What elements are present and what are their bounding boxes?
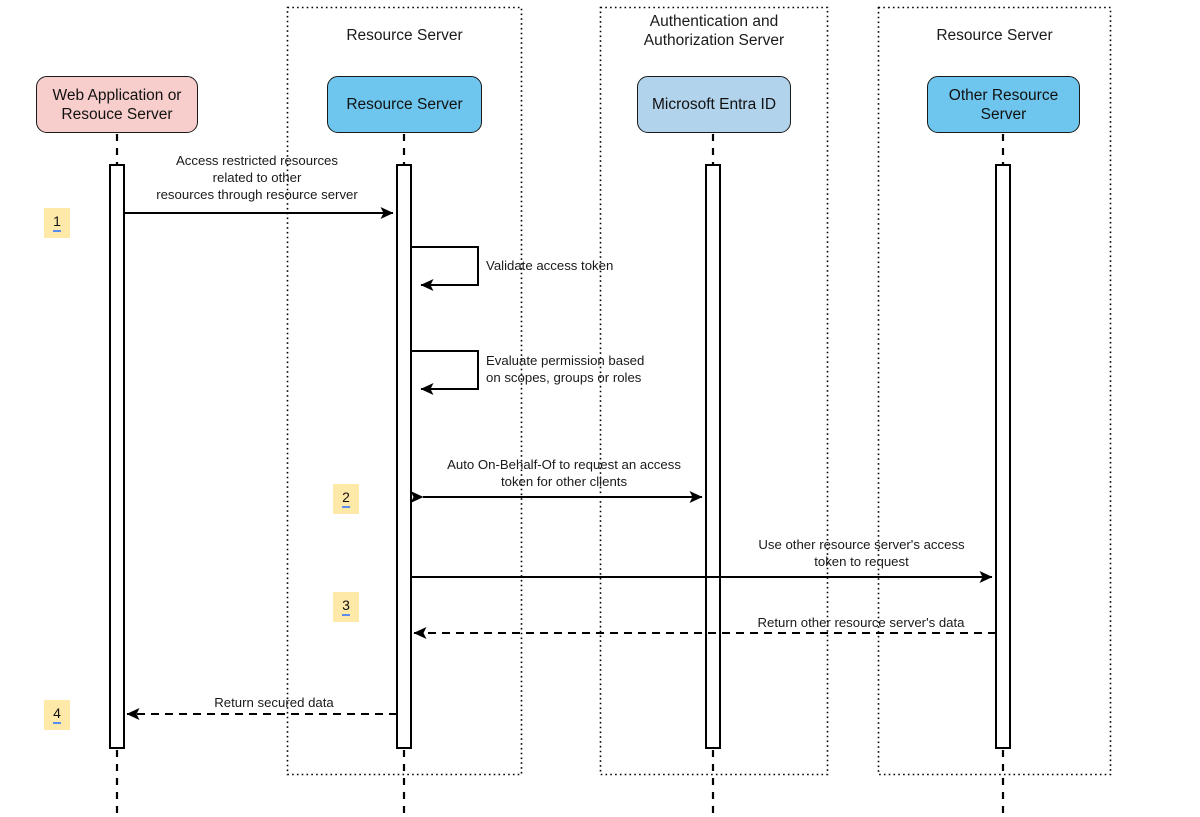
step-badge-2[interactable]: 2 <box>333 484 359 514</box>
actor-box-web-application[interactable]: Web Application or Resouce Server <box>36 76 198 133</box>
message-label-access-restricted-resources-line1: Access restricted resources <box>176 153 338 168</box>
message-label-use-other-resource-token: Use other resource server's access token… <box>724 536 999 570</box>
message-label-evaluate-permission-line1: Evaluate permission based <box>486 353 645 368</box>
actor-box-microsoft-entra-id[interactable]: Microsoft Entra ID <box>637 76 791 133</box>
step-badge-3-number: 3 <box>342 598 350 616</box>
message-label-validate-access-token: Validate access token <box>486 258 614 273</box>
message-label-access-restricted-resources-line3: resources through resource server <box>156 187 358 202</box>
actor-label-other-resource-server-line2: Server <box>980 105 1027 123</box>
step-badge-4[interactable]: 4 <box>44 700 70 730</box>
group-title-other-resource-server: Resource Server <box>936 27 1053 44</box>
group-frame-auth-server <box>599 6 829 776</box>
message-label-auto-on-behalf-of-line1: Auto On-Behalf-Of to request an access <box>447 457 681 472</box>
message-label-access-restricted-resources-line2: related to other <box>212 170 302 185</box>
group-title-auth-server: Authentication and Authorization Server <box>600 12 828 50</box>
message-label-access-restricted-resources: Access restricted resources related to o… <box>118 152 396 203</box>
message-label-use-other-resource-token-line1: Use other resource server's access <box>758 537 965 552</box>
actor-label-microsoft-entra-id: Microsoft Entra ID <box>651 96 777 113</box>
activation-bar-resource-server <box>396 164 412 749</box>
arrow-validate-access-token <box>411 246 479 291</box>
group-frame-resource-server <box>286 6 523 776</box>
message-label-auto-on-behalf-of: Auto On-Behalf-Of to request an access t… <box>428 456 700 490</box>
step-badge-1[interactable]: 1 <box>44 208 70 238</box>
message-label-use-other-resource-token-line2: token to request <box>814 554 909 569</box>
group-title-auth-server-line1: Authentication and <box>649 13 779 30</box>
step-badge-4-number: 4 <box>53 706 61 724</box>
group-frame-other-resource-server <box>877 6 1112 776</box>
message-label-evaluate-permission-line2: on scopes, groups or roles <box>486 370 642 385</box>
group-title-auth-server-line2: Authorization Server <box>643 32 785 49</box>
group-title-resource-server: Resource Server <box>346 27 463 44</box>
message-label-return-other-resource-data: Return other resource server's data <box>757 615 965 630</box>
activation-bar-microsoft-entra-id <box>705 164 721 749</box>
arrow-evaluate-permission <box>411 350 479 395</box>
actor-box-resource-server[interactable]: Resource Server <box>327 76 482 133</box>
step-badge-1-number: 1 <box>53 214 61 232</box>
actor-label-web-application-line2: Resouce Server <box>61 105 173 123</box>
step-badge-3[interactable]: 3 <box>333 592 359 622</box>
actor-label-web-application-line1: Web Application or <box>52 86 182 104</box>
actor-box-other-resource-server[interactable]: Other Resource Server <box>927 76 1080 133</box>
actor-label-other-resource-server-line1: Other Resource <box>948 86 1059 104</box>
activation-bar-other-resource-server <box>995 164 1011 749</box>
message-label-evaluate-permission: Evaluate permission based on scopes, gro… <box>486 352 716 386</box>
message-label-auto-on-behalf-of-line2: token for other clients <box>500 474 628 489</box>
actor-label-resource-server: Resource Server <box>346 96 463 113</box>
activation-bar-web-application <box>109 164 125 749</box>
step-badge-2-number: 2 <box>342 490 350 508</box>
message-label-return-secured-data: Return secured data <box>214 695 334 710</box>
